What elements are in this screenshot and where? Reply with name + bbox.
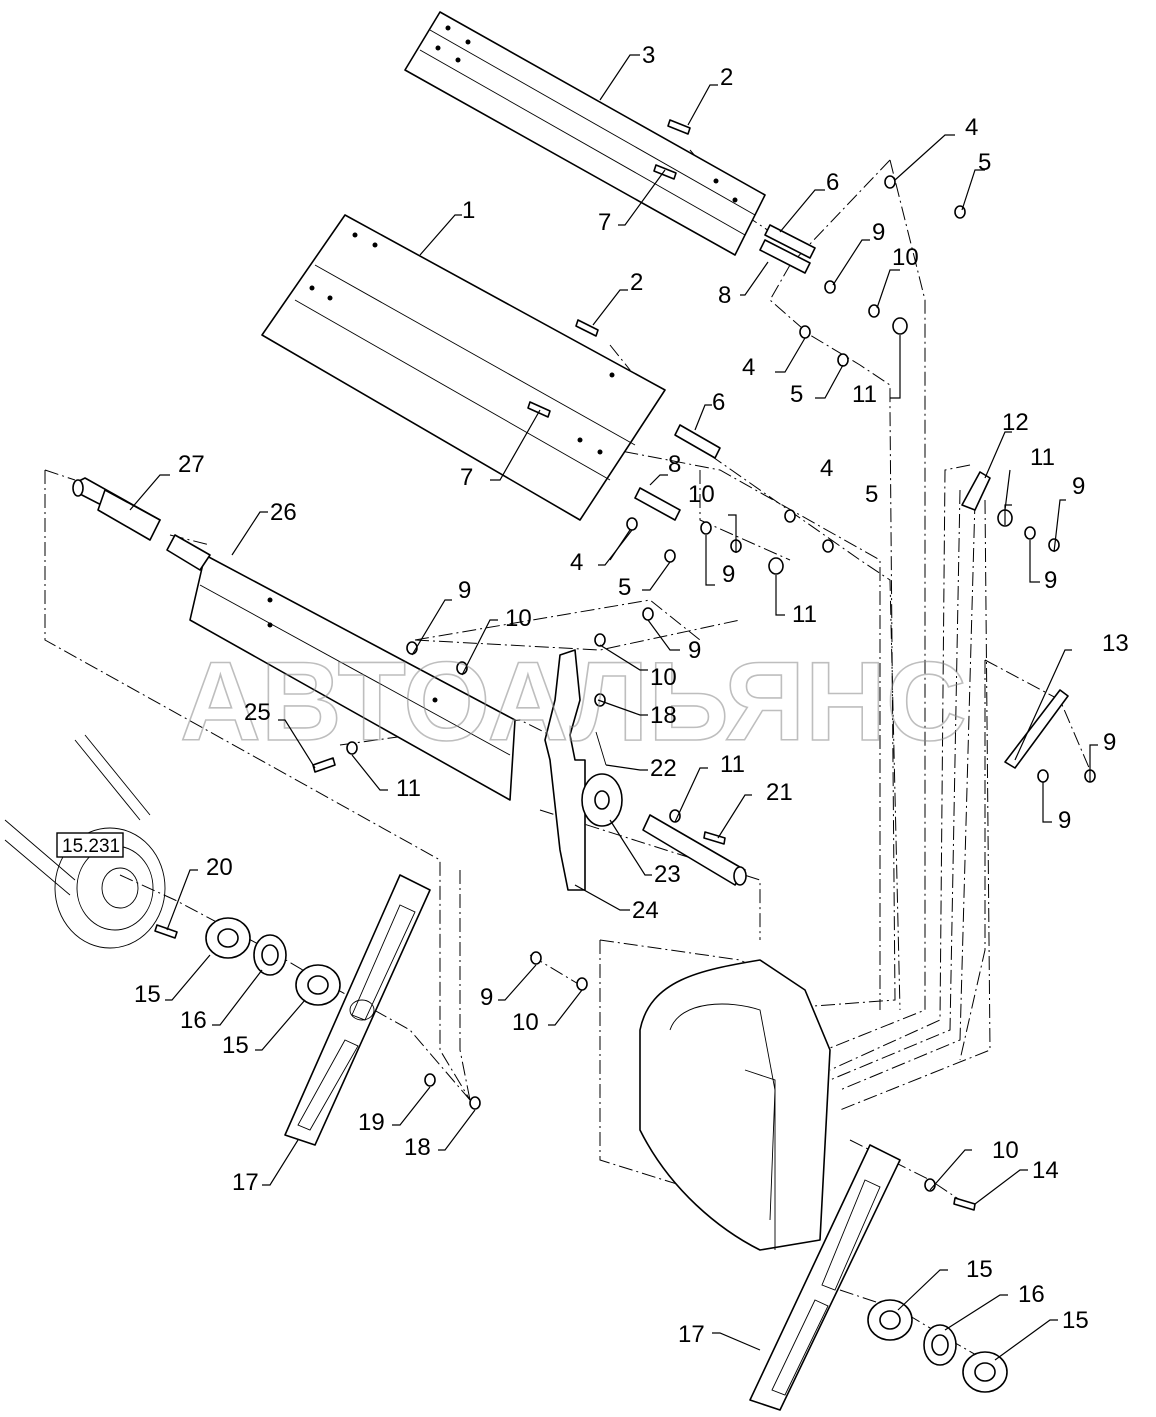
callout-9b[interactable]: 9 bbox=[1072, 473, 1085, 500]
callout-10[interactable]: 10 bbox=[892, 244, 919, 271]
pins-6-8 bbox=[634, 224, 816, 521]
rail-17-left bbox=[284, 874, 431, 1146]
callout-leaders bbox=[129, 54, 1098, 1361]
callout-11[interactable]: 11 bbox=[852, 381, 877, 408]
callout-14[interactable]: 14 bbox=[1032, 1157, 1059, 1184]
callout-10d[interactable]: 10 bbox=[650, 664, 677, 691]
callout-9[interactable]: 9 bbox=[872, 219, 885, 246]
callout-3[interactable]: 3 bbox=[642, 42, 655, 69]
callout-16b[interactable]: 16 bbox=[1018, 1281, 1045, 1308]
callout-16[interactable]: 16 bbox=[180, 1007, 207, 1034]
callout-26[interactable]: 26 bbox=[270, 499, 297, 526]
callout-15d[interactable]: 15 bbox=[1062, 1307, 1089, 1334]
rail-17-right bbox=[749, 1144, 1008, 1411]
callout-10b[interactable]: 10 bbox=[688, 481, 715, 508]
callout-18b[interactable]: 18 bbox=[404, 1134, 431, 1161]
callout-7[interactable]: 7 bbox=[598, 209, 611, 236]
callout-9e[interactable]: 9 bbox=[458, 577, 471, 604]
callout-11e[interactable]: 11 bbox=[396, 775, 421, 802]
lever-assembly bbox=[544, 649, 747, 891]
callout-25[interactable]: 25 bbox=[244, 699, 271, 726]
callout-24[interactable]: 24 bbox=[632, 897, 659, 924]
callout-5b[interactable]: 5 bbox=[790, 381, 803, 408]
callout-9c[interactable]: 9 bbox=[722, 561, 735, 588]
callout-17b[interactable]: 17 bbox=[678, 1321, 705, 1348]
callout-4c[interactable]: 4 bbox=[570, 549, 583, 576]
callout-11d[interactable]: 11 bbox=[720, 751, 745, 778]
callout-11b[interactable]: 11 bbox=[792, 601, 817, 628]
callout-13[interactable]: 13 bbox=[1102, 630, 1129, 657]
callout-9g[interactable]: 9 bbox=[1103, 729, 1116, 756]
callout-15b[interactable]: 15 bbox=[222, 1032, 249, 1059]
reference-box[interactable]: 15.231 bbox=[56, 832, 124, 858]
callout-5d[interactable]: 5 bbox=[865, 481, 878, 508]
callout-9f[interactable]: 9 bbox=[688, 637, 701, 664]
plate-26 bbox=[189, 554, 516, 801]
callout-10c[interactable]: 10 bbox=[505, 605, 532, 632]
callout-2b[interactable]: 2 bbox=[630, 269, 643, 296]
callout-18[interactable]: 18 bbox=[650, 702, 677, 729]
callout-numbers: 3 2 4 5 6 7 9 10 8 1 2 4 5 11 6 12 27 7 … bbox=[134, 42, 1129, 1348]
callout-8b[interactable]: 8 bbox=[668, 451, 681, 478]
callout-5c[interactable]: 5 bbox=[618, 574, 631, 601]
callout-21[interactable]: 21 bbox=[766, 779, 793, 806]
shaft-27 bbox=[72, 477, 211, 571]
housing bbox=[639, 959, 831, 1251]
callout-2[interactable]: 2 bbox=[720, 64, 733, 91]
callout-5[interactable]: 5 bbox=[978, 149, 991, 176]
callout-6b[interactable]: 6 bbox=[712, 389, 725, 416]
callout-8[interactable]: 8 bbox=[718, 282, 731, 309]
reference-box-label: 15.231 bbox=[62, 836, 120, 857]
bolts bbox=[154, 119, 976, 1211]
callout-9h[interactable]: 9 bbox=[1058, 807, 1071, 834]
callout-12[interactable]: 12 bbox=[1002, 409, 1029, 436]
callout-4d[interactable]: 4 bbox=[820, 455, 833, 482]
callout-20[interactable]: 20 bbox=[206, 854, 233, 881]
callout-4[interactable]: 4 bbox=[965, 114, 978, 141]
callout-23[interactable]: 23 bbox=[654, 861, 681, 888]
callout-15c[interactable]: 15 bbox=[966, 1256, 993, 1283]
callout-4b[interactable]: 4 bbox=[742, 354, 755, 381]
callout-1[interactable]: 1 bbox=[462, 197, 475, 224]
brackets-12-13 bbox=[961, 471, 1069, 769]
watermark-text: АВТОАЛЬЯНС bbox=[180, 639, 967, 764]
callout-19[interactable]: 19 bbox=[358, 1109, 385, 1136]
bearing-left bbox=[205, 917, 341, 1006]
callout-9d[interactable]: 9 bbox=[1044, 567, 1057, 594]
callout-11c[interactable]: 11 bbox=[1030, 444, 1055, 471]
plate-3 bbox=[404, 11, 766, 256]
callout-7b[interactable]: 7 bbox=[460, 464, 473, 491]
callout-22[interactable]: 22 bbox=[650, 755, 677, 782]
callout-9i[interactable]: 9 bbox=[480, 984, 493, 1011]
callout-6[interactable]: 6 bbox=[826, 169, 839, 196]
plate-1 bbox=[261, 214, 666, 521]
callout-17[interactable]: 17 bbox=[232, 1169, 259, 1196]
callout-27[interactable]: 27 bbox=[178, 451, 205, 478]
callout-15[interactable]: 15 bbox=[134, 981, 161, 1008]
callout-10e[interactable]: 10 bbox=[512, 1009, 539, 1036]
callout-10f[interactable]: 10 bbox=[992, 1137, 1019, 1164]
